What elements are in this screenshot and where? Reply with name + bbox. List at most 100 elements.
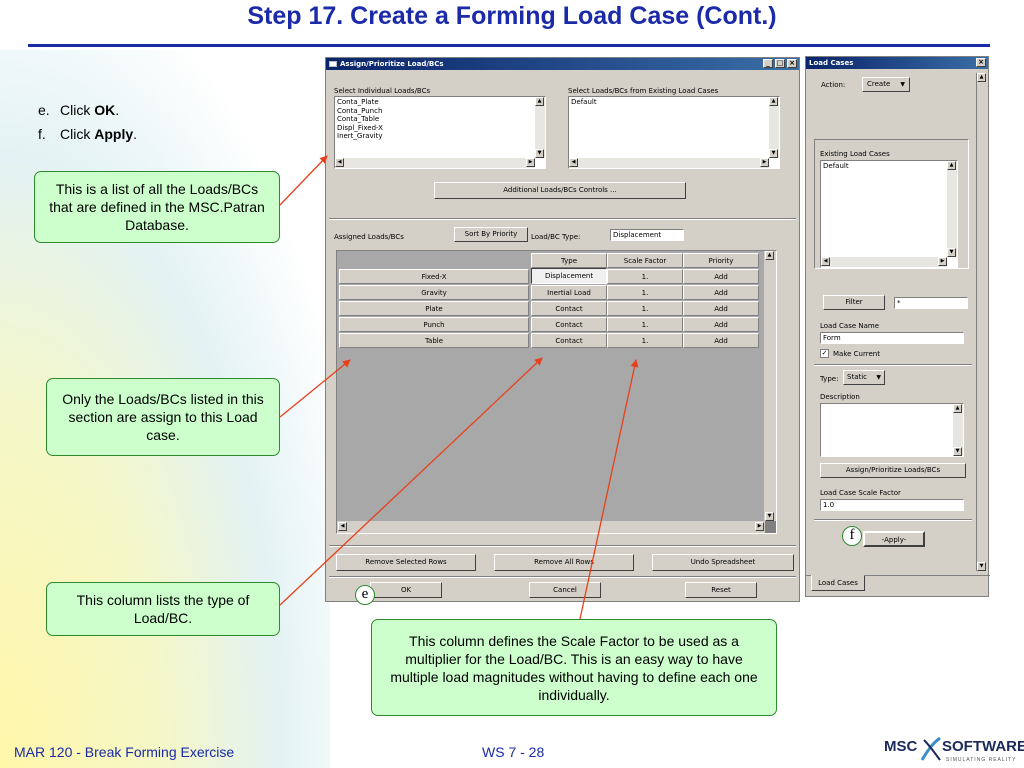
row-scale[interactable]: 1. [607, 301, 683, 316]
scroll-down-icon[interactable]: ▼ [977, 562, 986, 571]
list-item[interactable]: Conta_Table [337, 115, 380, 123]
scroll-left-icon[interactable]: ◀ [335, 158, 344, 167]
make-current-checkbox[interactable]: ✓ [820, 349, 829, 358]
existing-loads-list[interactable]: Default ▲ ▼ ◀ ▶ [568, 96, 780, 169]
marker-f: f [842, 526, 862, 546]
horizontal-scrollbar[interactable]: ◀ ▶ [335, 158, 535, 168]
list-item[interactable]: Conta_Plate [337, 98, 379, 106]
individual-loads-items: Conta_Plate Conta_Punch Conta_Table Disp… [335, 98, 383, 141]
slide-title: Step 17. Create a Forming Load Case (Con… [247, 2, 777, 30]
separator [329, 545, 796, 547]
column-header-priority[interactable]: Priority [683, 253, 759, 268]
row-type[interactable]: Contact [531, 333, 607, 348]
load-case-name-field[interactable]: Form [820, 332, 964, 344]
row-priority[interactable]: Add [683, 317, 759, 332]
scroll-down-icon[interactable]: ▼ [953, 447, 962, 456]
scroll-up-icon[interactable]: ▲ [977, 73, 986, 82]
load-bc-type-field[interactable]: Displacement [610, 229, 684, 241]
callout-assigned: Only the Loads/BCs listed in this sectio… [46, 378, 280, 456]
assign-prioritize-button[interactable]: Assign/Prioritize Loads/BCs [820, 463, 966, 478]
close-button[interactable]: × [787, 59, 797, 68]
scroll-up-icon[interactable]: ▲ [947, 161, 956, 170]
scroll-right-icon[interactable]: ▶ [760, 158, 769, 167]
cancel-button[interactable]: Cancel [529, 582, 601, 598]
row-scale[interactable]: 1. [607, 269, 683, 284]
vertical-scrollbar[interactable]: ▲ ▼ [947, 161, 957, 257]
horizontal-scrollbar[interactable]: ◀ ▶ [821, 257, 947, 267]
row-type[interactable]: Contact [531, 301, 607, 316]
scroll-up-icon[interactable]: ▲ [535, 97, 544, 106]
reset-button[interactable]: Reset [685, 582, 757, 598]
row-scale[interactable]: 1. [607, 317, 683, 332]
scroll-up-icon[interactable]: ▲ [765, 251, 774, 260]
list-item[interactable]: Inert_Gravity [337, 132, 383, 140]
existing-load-cases-label: Existing Load Cases [820, 150, 890, 158]
undo-spreadsheet-button[interactable]: Undo Spreadsheet [652, 554, 794, 571]
row-priority[interactable]: Add [683, 333, 759, 348]
row-name[interactable]: Table [339, 333, 529, 348]
scroll-down-icon[interactable]: ▼ [769, 149, 778, 158]
table-vertical-scrollbar[interactable]: ▲ ▼ [764, 251, 776, 521]
row-priority[interactable]: Add [683, 285, 759, 300]
row-name[interactable]: Fixed-X [339, 269, 529, 284]
filter-button[interactable]: Filter [823, 295, 885, 310]
separator [329, 218, 796, 220]
scroll-down-icon[interactable]: ▼ [535, 149, 544, 158]
maximize-button[interactable]: □ [775, 59, 785, 68]
list-item[interactable]: Displ_Fixed-X [337, 123, 383, 132]
filter-field[interactable]: * [894, 297, 968, 309]
scroll-up-icon[interactable]: ▲ [953, 404, 962, 413]
row-priority[interactable]: Add [683, 269, 759, 284]
list-item[interactable]: Conta_Punch [337, 106, 383, 115]
action-value: Create [867, 80, 891, 88]
scroll-right-icon[interactable]: ▶ [938, 257, 947, 266]
row-type[interactable]: Displacement [531, 268, 607, 284]
scale-factor-field[interactable]: 1.0 [820, 499, 964, 511]
minimize-button[interactable]: _ [763, 59, 773, 68]
row-name[interactable]: Gravity [339, 285, 529, 300]
remove-all-rows-button[interactable]: Remove All Rows [494, 554, 634, 571]
description-textarea[interactable]: ▲ ▼ [820, 403, 964, 457]
row-scale[interactable]: 1. [607, 333, 683, 348]
column-header-type[interactable]: Type [531, 253, 607, 268]
type-dropdown[interactable]: Static ▼ [843, 370, 885, 385]
vertical-scrollbar[interactable]: ▲ ▼ [769, 97, 779, 158]
separator [329, 576, 796, 578]
close-button[interactable]: × [976, 58, 986, 67]
row-type[interactable]: Inertial Load [531, 285, 607, 300]
scroll-left-icon[interactable]: ◀ [569, 158, 578, 167]
row-name[interactable]: Punch [339, 317, 529, 332]
remove-selected-rows-button[interactable]: Remove Selected Rows [336, 554, 476, 571]
row-priority[interactable]: Add [683, 301, 759, 316]
list-item[interactable]: Default [823, 162, 849, 170]
scroll-up-icon[interactable]: ▲ [769, 97, 778, 106]
list-item[interactable]: Default [571, 98, 597, 106]
tab-load-cases[interactable]: Load Cases [811, 575, 865, 591]
vertical-scrollbar[interactable]: ▲ ▼ [953, 404, 963, 456]
scroll-down-icon[interactable]: ▼ [947, 248, 956, 257]
msc-software-logo: MSC SOFTWARE SIMULATING REALITY [884, 736, 1024, 764]
scroll-left-icon[interactable]: ◀ [821, 257, 830, 266]
load-cases-titlebar[interactable]: Load Cases × [806, 57, 988, 69]
vertical-scrollbar[interactable]: ▲ ▼ [535, 97, 545, 158]
row-name[interactable]: Plate [339, 301, 529, 316]
individual-loads-list[interactable]: Conta_Plate Conta_Punch Conta_Table Disp… [334, 96, 546, 169]
additional-controls-button[interactable]: Additional Loads/BCs Controls ... [434, 182, 686, 199]
existing-load-cases-list[interactable]: Default ▲ ▼ ◀ ▶ [820, 160, 958, 268]
scroll-down-icon[interactable]: ▼ [765, 512, 774, 521]
assign-dialog-titlebar[interactable]: Assign/Prioritize Load/BCs _ □ × [326, 58, 799, 70]
scroll-right-icon[interactable]: ▶ [526, 158, 535, 167]
apply-button[interactable]: -Apply- [863, 531, 925, 547]
action-dropdown[interactable]: Create ▼ [862, 77, 910, 92]
horizontal-scrollbar[interactable]: ◀ ▶ [569, 158, 769, 168]
column-header-scale-factor[interactable]: Scale Factor [607, 253, 683, 268]
row-type[interactable]: Contact [531, 317, 607, 332]
scroll-right-icon[interactable]: ▶ [755, 522, 764, 531]
panel-scrollbar[interactable]: ▲ ▼ [976, 73, 986, 571]
row-scale[interactable]: 1. [607, 285, 683, 300]
scroll-left-icon[interactable]: ◀ [338, 522, 347, 531]
sort-by-priority-button[interactable]: Sort By Priority [454, 227, 528, 242]
table-horizontal-scrollbar[interactable]: ◀ ▶ [337, 521, 765, 533]
dropdown-arrow-icon: ▼ [900, 81, 905, 88]
ok-button[interactable]: OK [370, 582, 442, 598]
